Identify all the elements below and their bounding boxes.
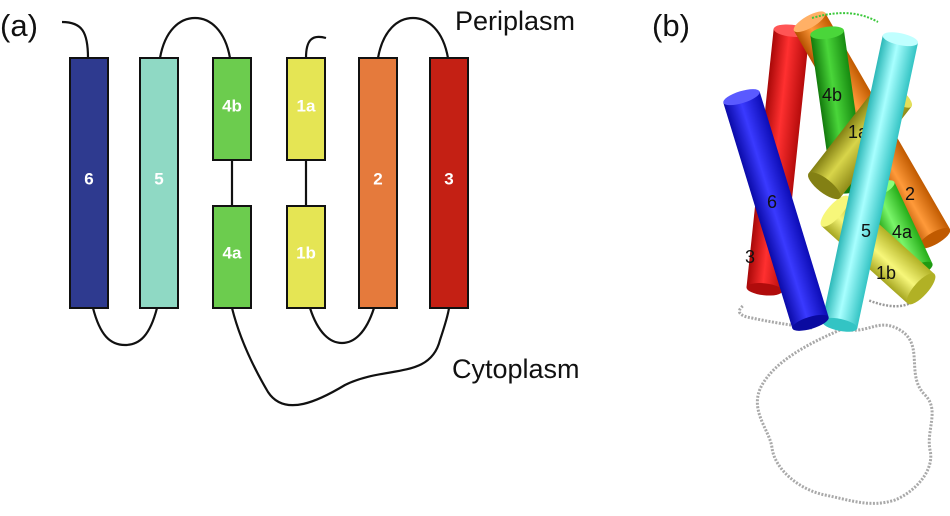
- cylinder-6-label: 6: [767, 192, 777, 212]
- disordered-loop: [737, 303, 934, 505]
- panel-a-label: (a): [0, 8, 38, 43]
- helix-4a-label: 4a: [223, 243, 242, 262]
- cylinder-5-cap: [882, 32, 919, 47]
- periplasm-label: Periplasm: [455, 6, 575, 36]
- cylinder-6-body: [723, 91, 829, 329]
- cylinder-6-cap: [723, 89, 760, 106]
- cylinder-5-label: 5: [861, 221, 871, 241]
- n-terminus-tail: [61, 20, 90, 59]
- panel-b: (b) 3 2 4b: [652, 8, 950, 505]
- cylinder-1b-base: [906, 273, 936, 305]
- loop-6-5: [91, 307, 159, 347]
- cylinder-4a-label: 4a: [892, 222, 913, 242]
- helix-3: 3: [429, 57, 469, 309]
- helix-4a: 4a: [212, 205, 252, 309]
- helix-1b: 1b: [286, 205, 326, 309]
- helix-6: 6: [69, 57, 109, 309]
- loop-5-4b: [158, 16, 232, 59]
- loop-2-3: [376, 16, 450, 59]
- loop-4a-3: [230, 307, 451, 407]
- cylinder-1a-base: [807, 172, 841, 200]
- cylinder-4b-cap: [810, 26, 844, 40]
- cylinder-2-base: [918, 227, 950, 249]
- helix-2: 2: [358, 57, 398, 309]
- tail-1a: [304, 35, 327, 59]
- helix-4a-bar: [212, 205, 252, 309]
- helix-1a: 1a: [286, 57, 326, 161]
- helix-5-label: 5: [154, 169, 163, 188]
- cylinder-5-body: [822, 35, 918, 329]
- helix-1b-bar: [286, 205, 326, 309]
- helix-3-bar: [429, 57, 469, 309]
- cylinder-1b-cap: [820, 195, 850, 227]
- helix-2-bar: [358, 57, 398, 309]
- loop-1b-2: [308, 307, 376, 345]
- helix-2-label: 2: [373, 169, 382, 188]
- helix-4b: 4b: [212, 57, 252, 161]
- panel-b-label: (b): [652, 8, 690, 43]
- helix-6-label: 6: [84, 169, 93, 188]
- cylinder-4b-label: 4b: [822, 85, 842, 105]
- cylinder-5-base: [821, 317, 858, 332]
- helix-4b-label: 4b: [222, 96, 242, 115]
- helix-5-bar: [139, 57, 179, 309]
- helix-3-label: 3: [444, 169, 453, 188]
- helix-1a-bar: [286, 57, 326, 161]
- helix-1b-label: 1b: [296, 243, 316, 262]
- panel-a: (a) Periplasm Cytoplasm 6 5 4b 4a: [0, 6, 580, 407]
- cylinder-5: 5: [821, 32, 919, 332]
- helix-1a-label: 1a: [297, 96, 316, 115]
- cylinder-6: 6: [723, 89, 829, 331]
- helix-4b-bar: [212, 57, 252, 161]
- cylinder-1b-label: 1b: [876, 263, 896, 283]
- helix-5: 5: [139, 57, 179, 309]
- cylinder-2-cap: [793, 11, 826, 33]
- cylinder-3-label: 3: [745, 247, 755, 267]
- cylinder-3-base: [746, 283, 783, 296]
- cylinder-6-base: [792, 314, 829, 331]
- helix-6-bar: [69, 57, 109, 309]
- top-connector: [811, 12, 879, 23]
- cylinder-2-label: 2: [905, 184, 915, 204]
- cytoplasm-label: Cytoplasm: [452, 354, 580, 384]
